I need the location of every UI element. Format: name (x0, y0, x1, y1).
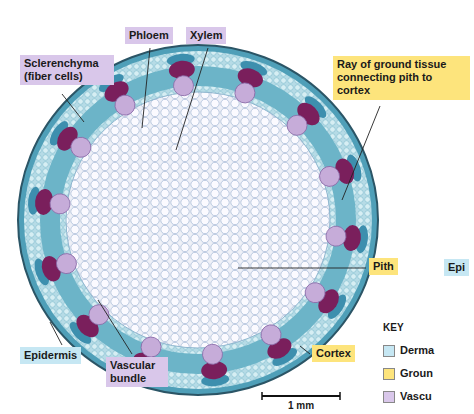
label-box: Ray of ground tissue connecting pith to … (333, 56, 470, 100)
vascular-bundle-shape (254, 319, 300, 369)
legend-text: Groun (400, 367, 433, 379)
xylem-tissue (173, 75, 195, 97)
vascular-bundles (27, 52, 370, 387)
label-text: Sclerenchyma (fiber cells) (24, 57, 110, 83)
xylem-tissue (301, 279, 329, 307)
vascular-bundle-shape (66, 298, 116, 347)
xylem-tissue (232, 80, 258, 106)
label-text: Epidermis (24, 349, 77, 362)
leader-line (342, 106, 380, 200)
vascular-bundle-shape (166, 52, 198, 97)
xylem-tissue (257, 321, 285, 349)
scale-bar-tick (339, 392, 341, 400)
label-text: Epi (448, 261, 465, 274)
epidermis-ring (18, 45, 378, 395)
label-box: Xylem (186, 27, 226, 44)
label-box: Vascular bundle (106, 357, 168, 387)
vascular-bundle-shape (299, 276, 349, 322)
label-text: Vascular bundle (110, 359, 164, 385)
leader-line (238, 268, 366, 269)
leader-line (50, 322, 62, 345)
leader-line (98, 300, 132, 354)
vascular-bundle-shape (198, 343, 230, 388)
label-box: Phloem (125, 27, 173, 44)
legend-swatch (383, 345, 395, 357)
scale-label: 1 mm (288, 400, 314, 411)
leader-line (300, 346, 310, 354)
vascular-bundle-shape (324, 221, 369, 254)
xylem-tissue (49, 193, 71, 215)
legend-text: Derma (400, 344, 434, 356)
interfascicular-ring (50, 76, 346, 364)
vascular-bundle-shape (46, 118, 96, 164)
xylem-tissue (325, 225, 347, 247)
leader-lines (50, 48, 380, 354)
label-box: Pith (369, 258, 398, 275)
label-box: Sclerenchyma (fiber cells) (20, 55, 114, 85)
vascular-bundle-shape (316, 153, 365, 193)
xylem-tissue (54, 251, 79, 276)
scale-bar-tick (261, 392, 263, 400)
legend-swatch (383, 391, 395, 403)
cortex-tissue (24, 51, 372, 389)
legend-text: Vascu (400, 390, 432, 402)
label-text: Xylem (190, 29, 222, 42)
label-box: Epi (444, 259, 469, 276)
pith-tissue (66, 92, 330, 348)
leader-line (62, 94, 84, 122)
xylem-tissue (201, 343, 223, 365)
label-box: Epidermis (20, 347, 81, 364)
vascular-bundle-shape (27, 186, 72, 219)
label-box: Cortex (312, 345, 355, 362)
xylem-tissue (283, 111, 311, 139)
legend-heading: KEY (383, 322, 404, 333)
xylem-tissue (67, 133, 95, 161)
legend-swatch (383, 368, 395, 380)
vascular-bundle-shape (280, 93, 330, 142)
label-text: Pith (373, 260, 394, 273)
leader-line (176, 48, 208, 150)
label-text: Phloem (129, 29, 169, 42)
label-text: Ray of ground tissue connecting pith to … (337, 58, 466, 98)
xylem-tissue (85, 301, 113, 329)
xylem-tissue (317, 164, 342, 189)
xylem-tissue (111, 91, 139, 119)
vascular-bundle-shape (228, 58, 269, 107)
vascular-bundle-shape (32, 247, 81, 287)
scale-bar (262, 395, 340, 397)
leader-line (142, 48, 150, 128)
label-text: Cortex (316, 347, 351, 360)
